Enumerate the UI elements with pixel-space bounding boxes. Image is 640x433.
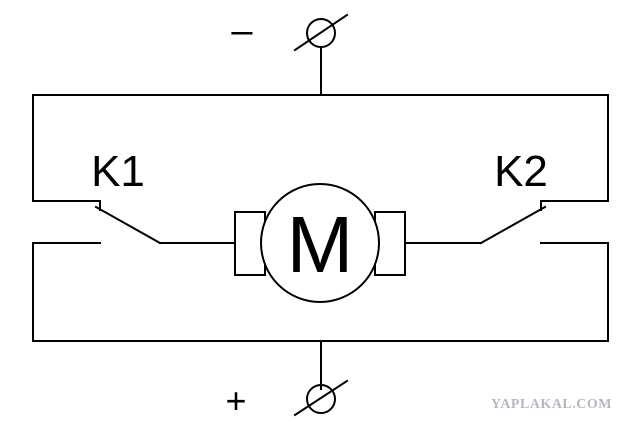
switch-k2-blade (479, 205, 547, 245)
switch-k1-blade (94, 205, 162, 245)
positive-terminal: + (225, 340, 349, 421)
positive-terminal-label: + (225, 380, 246, 421)
motor-label: M (287, 200, 354, 289)
terminal-circle-slash-icon (293, 379, 349, 417)
switch-k2-label: K2 (494, 147, 548, 196)
motor-housing (260, 183, 380, 303)
switch-k1-label: K1 (91, 147, 145, 196)
negative-terminal-label: – (231, 10, 253, 52)
motor: M (234, 183, 406, 303)
terminal-circle-slash-icon (293, 13, 349, 52)
switch-k2: K2 (404, 147, 548, 245)
watermark-text: YAPLAKAL.COM (491, 397, 612, 412)
negative-terminal: – (231, 10, 349, 96)
switch-k1: K1 (91, 147, 236, 245)
